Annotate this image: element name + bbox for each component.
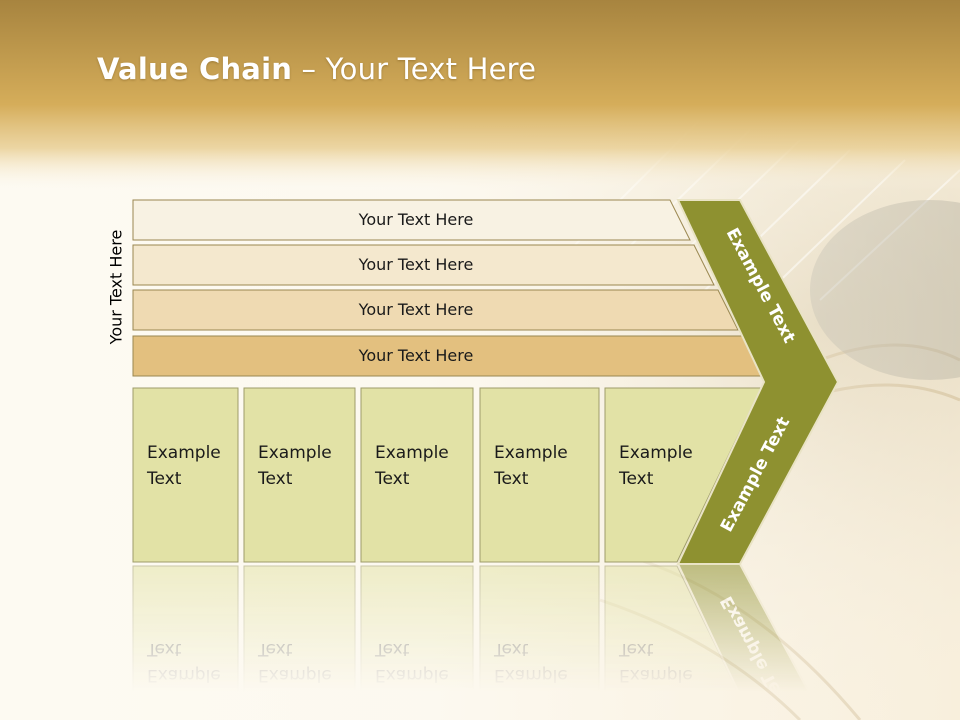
reflected-box-line1-1: Example <box>147 665 221 685</box>
example-box-line1-3: Example <box>375 443 449 463</box>
example-box-line2-3: Text <box>374 469 410 489</box>
reflected-box-line2-3: Text <box>374 639 410 659</box>
value-row-label-4: Your Text Here <box>358 346 474 365</box>
example-box-line2-2: Text <box>257 469 293 489</box>
title-bold: Value Chain <box>97 52 293 86</box>
reflected-box-4 <box>479 565 600 720</box>
example-box-line2-5: Text <box>618 469 654 489</box>
example-box-line1-5: Example <box>619 443 693 463</box>
reflected-box-line1-2: Example <box>258 665 332 685</box>
reflected-box-5 <box>604 565 752 720</box>
example-box-4 <box>479 387 600 563</box>
reflected-box-line2-4: Text <box>493 639 529 659</box>
reflected-chevron <box>676 563 826 720</box>
example-box-line2-4: Text <box>493 469 529 489</box>
reflected-box-line2-5: Text <box>618 639 654 659</box>
slide-title: Value Chain – Your Text Here <box>97 52 536 86</box>
title-rest: – Your Text Here <box>292 52 537 86</box>
reflected-box-line2-2: Text <box>257 639 293 659</box>
value-row-label-3: Your Text Here <box>358 300 474 319</box>
example-box-1 <box>132 387 239 563</box>
example-box-line2-1: Text <box>146 469 182 489</box>
example-box-line1-4: Example <box>494 443 568 463</box>
value-row-3 <box>132 289 739 331</box>
example-box-2 <box>243 387 356 563</box>
reflected-box-line1-5: Example <box>619 665 693 685</box>
value-row-label-1: Your Text Here <box>358 210 474 229</box>
value-row-2 <box>132 244 715 286</box>
reflected-box-3 <box>360 565 474 720</box>
reflected-box-line1-3: Example <box>375 665 449 685</box>
example-box-3 <box>360 387 474 563</box>
reflected-box-line2-1: Text <box>146 639 182 659</box>
reflected-box-1 <box>132 565 239 720</box>
example-box-line1-2: Example <box>258 443 332 463</box>
reflected-box-line1-4: Example <box>494 665 568 685</box>
value-row-1 <box>132 199 691 241</box>
reflected-box-2 <box>243 565 356 720</box>
example-box-line1-1: Example <box>147 443 221 463</box>
example-box-5 <box>604 387 762 563</box>
value-row-label-2: Your Text Here <box>358 255 474 274</box>
